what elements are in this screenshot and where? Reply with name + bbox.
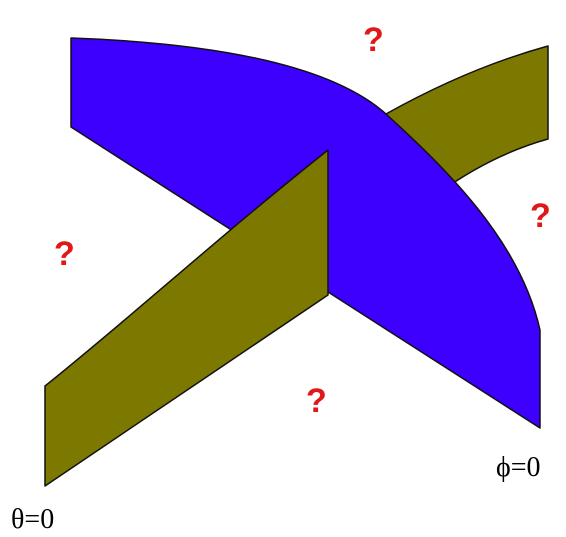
question-mark-left: ? <box>54 235 75 273</box>
olive-surface-front-section <box>44 149 329 487</box>
question-mark-top: ? <box>363 21 384 59</box>
question-mark-right: ? <box>530 197 551 235</box>
phi-zero-label: ϕ=0 <box>496 452 541 483</box>
question-mark-bottom: ? <box>306 382 327 420</box>
theta-zero-label: θ=0 <box>11 504 54 535</box>
